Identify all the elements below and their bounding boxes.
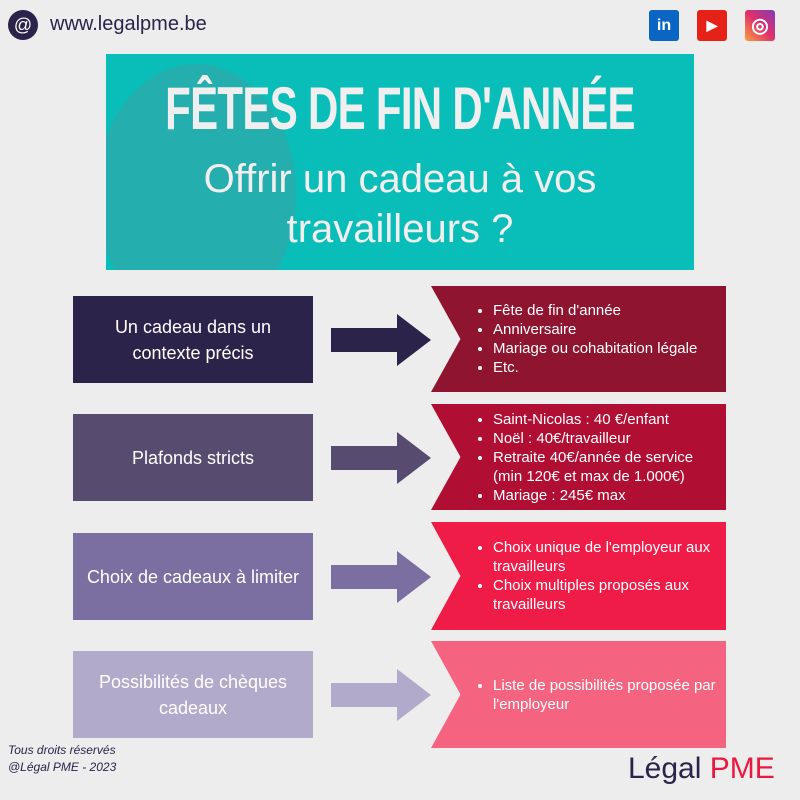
arrow-right-icon [331,314,431,366]
list-item: Anniversaire [493,320,697,339]
page-title: FÊTES DE FIN D'ANNÉE [165,75,635,142]
list-item: Saint-Nicolas : 40 €/enfant [493,410,726,429]
instagram-icon[interactable]: ◎ [745,10,775,41]
copyright-line: Tous droits réservés [8,743,116,757]
list-item: Choix unique de l'employeur aux travaill… [493,538,726,576]
logo-text-accent: PME [709,752,775,785]
list-item: Fête de fin d'année [493,301,697,320]
at-icon: @ [8,10,38,40]
website-link[interactable]: www.legalpme.be [50,13,207,35]
list-item: Choix multiples proposés aux travailleur… [493,576,726,614]
title-banner: FÊTES DE FIN D'ANNÉE Offrir un cadeau à … [106,54,694,270]
details-list: Fête de fin d'annéeAnniversaireMariage o… [475,301,697,377]
logo-text: Légal [628,752,702,785]
details-box: Liste de possibilités proposée par l'emp… [431,641,726,748]
category-box: Possibilités de chèques cadeaux [73,651,313,738]
details-list: Choix unique de l'employeur aux travaill… [475,538,726,614]
list-item: Etc. [493,358,697,377]
copyright: Tous droits réservés @Légal PME - 2023 [8,742,116,776]
details-list: Liste de possibilités proposée par l'emp… [475,676,726,714]
category-box: Plafonds stricts [73,414,313,501]
details-list: Saint-Nicolas : 40 €/enfantNoël : 40€/tr… [475,410,726,505]
details-box: Saint-Nicolas : 40 €/enfantNoël : 40€/tr… [431,404,726,510]
list-item: Mariage ou cohabitation légale [493,339,697,358]
details-box: Fête de fin d'annéeAnniversaireMariage o… [431,286,726,392]
arrow-right-icon [331,669,431,721]
arrow-right-icon [331,551,431,603]
list-item: Mariage : 245€ max [493,486,726,505]
details-box: Choix unique de l'employeur aux travaill… [431,522,726,630]
copyright-line: @Légal PME - 2023 [8,760,117,774]
list-item: Retraite 40€/année de service (min 120€ … [493,448,726,486]
youtube-icon[interactable]: ▶ [697,10,727,41]
linkedin-icon[interactable]: in [649,10,679,41]
page-subtitle: Offrir un cadeau à vos travailleurs ? [203,157,597,251]
legal-pme-logo: Légal PME [628,752,775,786]
logo-watermark [106,64,296,270]
category-box: Un cadeau dans un contexte précis [73,296,313,383]
arrow-right-icon [331,432,431,484]
list-item: Liste de possibilités proposée par l'emp… [493,676,726,714]
list-item: Noël : 40€/travailleur [493,429,726,448]
category-box: Choix de cadeaux à limiter [73,533,313,620]
